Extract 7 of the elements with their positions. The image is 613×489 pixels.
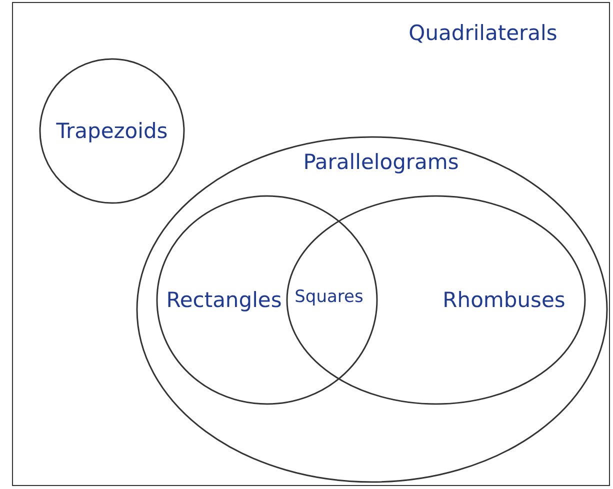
set-label: Parallelograms: [303, 150, 459, 174]
universal-set-frame: [12, 2, 610, 486]
intersection-label: Squares: [294, 287, 364, 307]
set-label: Rhombuses: [442, 288, 566, 312]
set-label: Quadrilaterals: [408, 21, 558, 45]
set-label: Rectangles: [166, 288, 282, 312]
set-label: Trapezoids: [56, 119, 168, 143]
